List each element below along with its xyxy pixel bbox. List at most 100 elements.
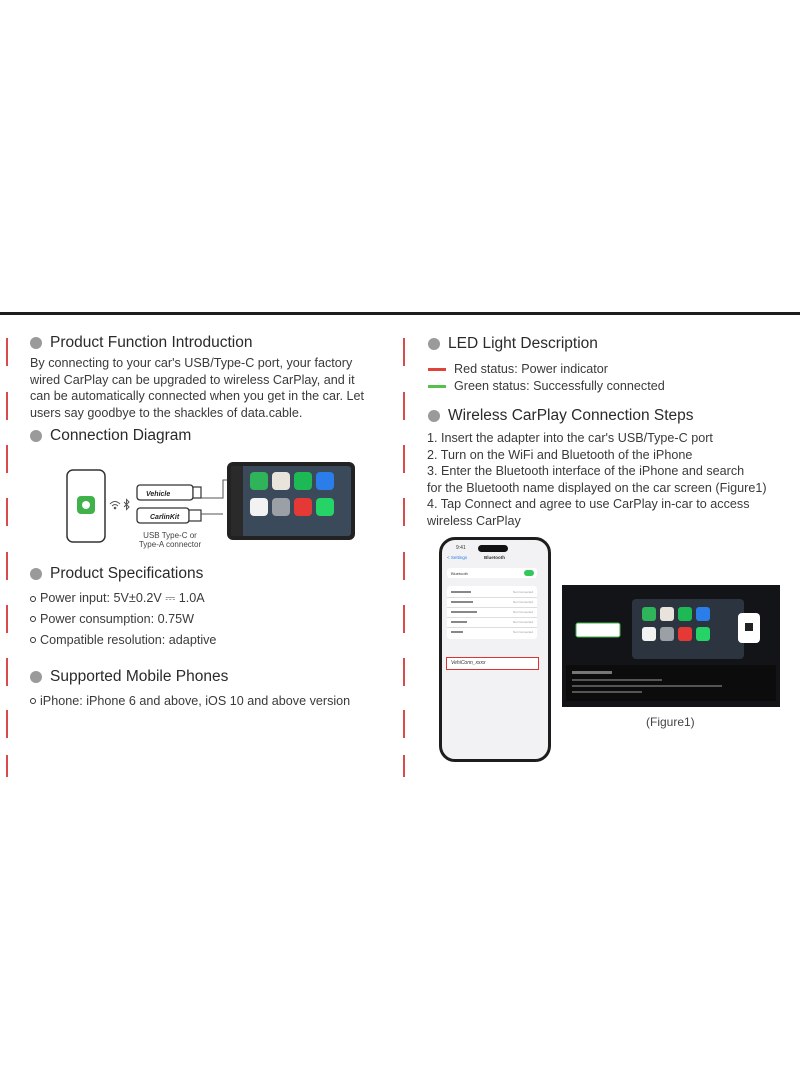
intro-title: Product Function Introduction: [50, 334, 253, 351]
car-screen-icon: [227, 462, 355, 540]
status-time: 9:41: [456, 545, 466, 551]
margin-bar: [6, 552, 8, 580]
led-item-text: Green status: Successfully connected: [454, 379, 665, 393]
margin-bar: [6, 498, 8, 526]
led-item-red: Red status: Power indicator: [428, 362, 608, 376]
step-line: 1. Insert the adapter into the car's USB…: [427, 431, 713, 445]
phone-icon: [66, 469, 106, 543]
device-status: Not Connected: [512, 610, 533, 614]
bullet-dot-icon: [30, 568, 42, 580]
steps-heading: Wireless CarPlay Connection Steps: [428, 407, 694, 425]
ring-bullet-icon: [30, 698, 36, 704]
device-row[interactable]: Not Connected: [447, 608, 537, 618]
led-heading: LED Light Description: [428, 335, 598, 353]
cable-icon: [201, 479, 227, 515]
red-led-icon: [428, 367, 446, 371]
margin-bar: [6, 445, 8, 473]
margin-bar: [403, 658, 405, 686]
bluetooth-toggle-row[interactable]: Bluetooth: [447, 568, 537, 578]
margin-bar: [403, 710, 405, 738]
margin-bar: [6, 605, 8, 633]
spec-item: Compatible resolution: adaptive: [30, 633, 216, 647]
ring-bullet-icon: [30, 637, 36, 643]
dongle-2-label: CarlinKit: [150, 514, 180, 521]
device-status: Not Connected: [512, 600, 533, 604]
highlighted-device-name: VehiConn_xxxx: [451, 660, 486, 666]
dongle-1-label: Vehicle: [146, 491, 170, 498]
dongle-icon: Vehicle CarlinKit: [136, 484, 202, 524]
device-status: Not Connected: [512, 590, 533, 594]
margin-bar: [403, 392, 405, 420]
margin-bar: [6, 392, 8, 420]
connection-diagram: Vehicle CarlinKit: [66, 462, 355, 543]
phone-item-text: iPhone: iPhone 6 and above, iOS 10 and a…: [40, 694, 351, 708]
device-row[interactable]: Not Connected: [447, 588, 537, 598]
phone-item: iPhone: iPhone 6 and above, iOS 10 and a…: [30, 694, 350, 708]
screen-title: Bluetooth: [484, 555, 505, 560]
phones-title: Supported Mobile Phones: [50, 668, 229, 685]
margin-bar: [403, 605, 405, 633]
margin-bar: [403, 445, 405, 473]
spec-item: Power consumption: 0.75W: [30, 612, 194, 626]
device-list: Not Connected Not Connected Not Connecte…: [447, 586, 537, 639]
device-row[interactable]: Not Connected: [447, 628, 537, 637]
car-screen-figure: [562, 585, 780, 707]
specs-heading: Product Specifications: [30, 565, 203, 583]
led-title: LED Light Description: [448, 335, 598, 352]
intro-heading: Product Function Introduction: [30, 334, 252, 352]
device-status: Not Connected: [512, 630, 533, 634]
intro-line: By connecting to your car's USB/Type-C p…: [30, 356, 353, 370]
margin-bar: [403, 755, 405, 777]
ring-bullet-icon: [30, 595, 36, 602]
device-status: Not Connected: [512, 620, 533, 624]
device-row[interactable]: Not Connected: [447, 618, 537, 628]
margin-bar: [6, 710, 8, 738]
bullet-dot-icon: [428, 410, 440, 422]
margin-bar: [403, 498, 405, 526]
top-divider: [0, 312, 800, 315]
step-line: 3. Enter the Bluetooth interface of the …: [427, 464, 745, 478]
margin-bar: [6, 658, 8, 686]
green-led-icon: [428, 384, 446, 388]
toggle-switch-icon[interactable]: [524, 570, 534, 576]
bullet-dot-icon: [428, 338, 440, 350]
connector-caption-line: USB Type-C or: [143, 531, 197, 540]
iphone-mockup: 9:41 < Settings Bluetooth Bluetooth Not …: [439, 537, 551, 762]
diagram-heading: Connection Diagram: [30, 427, 191, 445]
specs-title: Product Specifications: [50, 565, 204, 582]
intro-line: wired CarPlay can be upgraded to wireles…: [30, 372, 355, 387]
margin-bar: [6, 338, 8, 366]
device-row[interactable]: Not Connected: [447, 598, 537, 608]
led-item-text: Red status: Power indicator: [454, 362, 608, 376]
margin-bar: [403, 338, 405, 366]
spec-item-text: Power consumption: 0.75W: [40, 612, 194, 626]
margin-bar: [6, 755, 8, 777]
spec-item-text: Power input: 5V±0.2V ⎓ 1.0A: [40, 591, 205, 605]
bluetooth-icon: [123, 498, 130, 511]
figure-caption: (Figure1): [646, 715, 695, 729]
bullet-dot-icon: [30, 337, 42, 349]
highlighted-device[interactable]: VehiConn_xxxx: [446, 657, 539, 670]
dynamic-island: [478, 545, 508, 552]
intro-line: can be automatically connected when you …: [30, 389, 364, 403]
steps-paragraph: 1. Insert the adapter into the car's USB…: [427, 430, 795, 529]
step-line: 2. Turn on the WiFi and Bluetooth of the…: [427, 447, 693, 462]
led-item-green: Green status: Successfully connected: [428, 379, 665, 393]
step-line: wireless CarPlay: [427, 513, 521, 528]
bullet-dot-icon: [30, 671, 42, 683]
diagram-title: Connection Diagram: [50, 427, 192, 444]
step-line: for the Bluetooth name displayed on the …: [427, 480, 767, 495]
phones-heading: Supported Mobile Phones: [30, 668, 228, 686]
ring-bullet-icon: [30, 616, 36, 622]
toggle-label: Bluetooth: [451, 570, 468, 576]
spec-item: Power input: 5V±0.2V ⎓ 1.0A: [30, 591, 205, 606]
wifi-icon: [109, 501, 121, 510]
step-line: 4. Tap Connect and agree to use CarPlay …: [427, 497, 750, 511]
bullet-dot-icon: [30, 430, 42, 442]
intro-line: users say goodbye to the shackles of dat…: [30, 405, 303, 420]
connector-caption: USB Type-C or Type-A connector: [120, 531, 220, 549]
intro-paragraph: By connecting to your car's USB/Type-C p…: [30, 355, 390, 421]
connector-caption-line: Type-A connector: [138, 540, 202, 549]
margin-bar: [403, 552, 405, 580]
back-link[interactable]: < Settings: [447, 555, 468, 560]
